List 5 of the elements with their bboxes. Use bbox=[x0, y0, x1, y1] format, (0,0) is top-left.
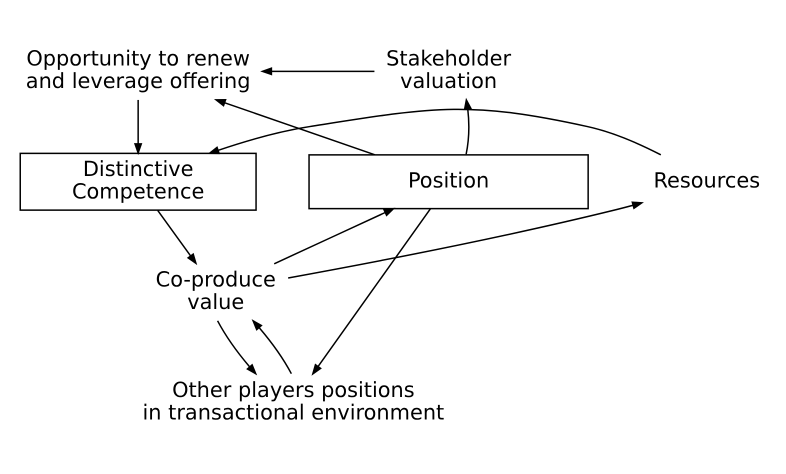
node-text: Opportunity to renew and leverage offering bbox=[26, 46, 251, 94]
node-text: Resources bbox=[654, 168, 760, 192]
node-text: Stakeholder valuation bbox=[386, 46, 512, 94]
node-text: Other players positions in transactional environment bbox=[142, 378, 444, 424]
node-text: Co-produce value bbox=[156, 268, 276, 314]
